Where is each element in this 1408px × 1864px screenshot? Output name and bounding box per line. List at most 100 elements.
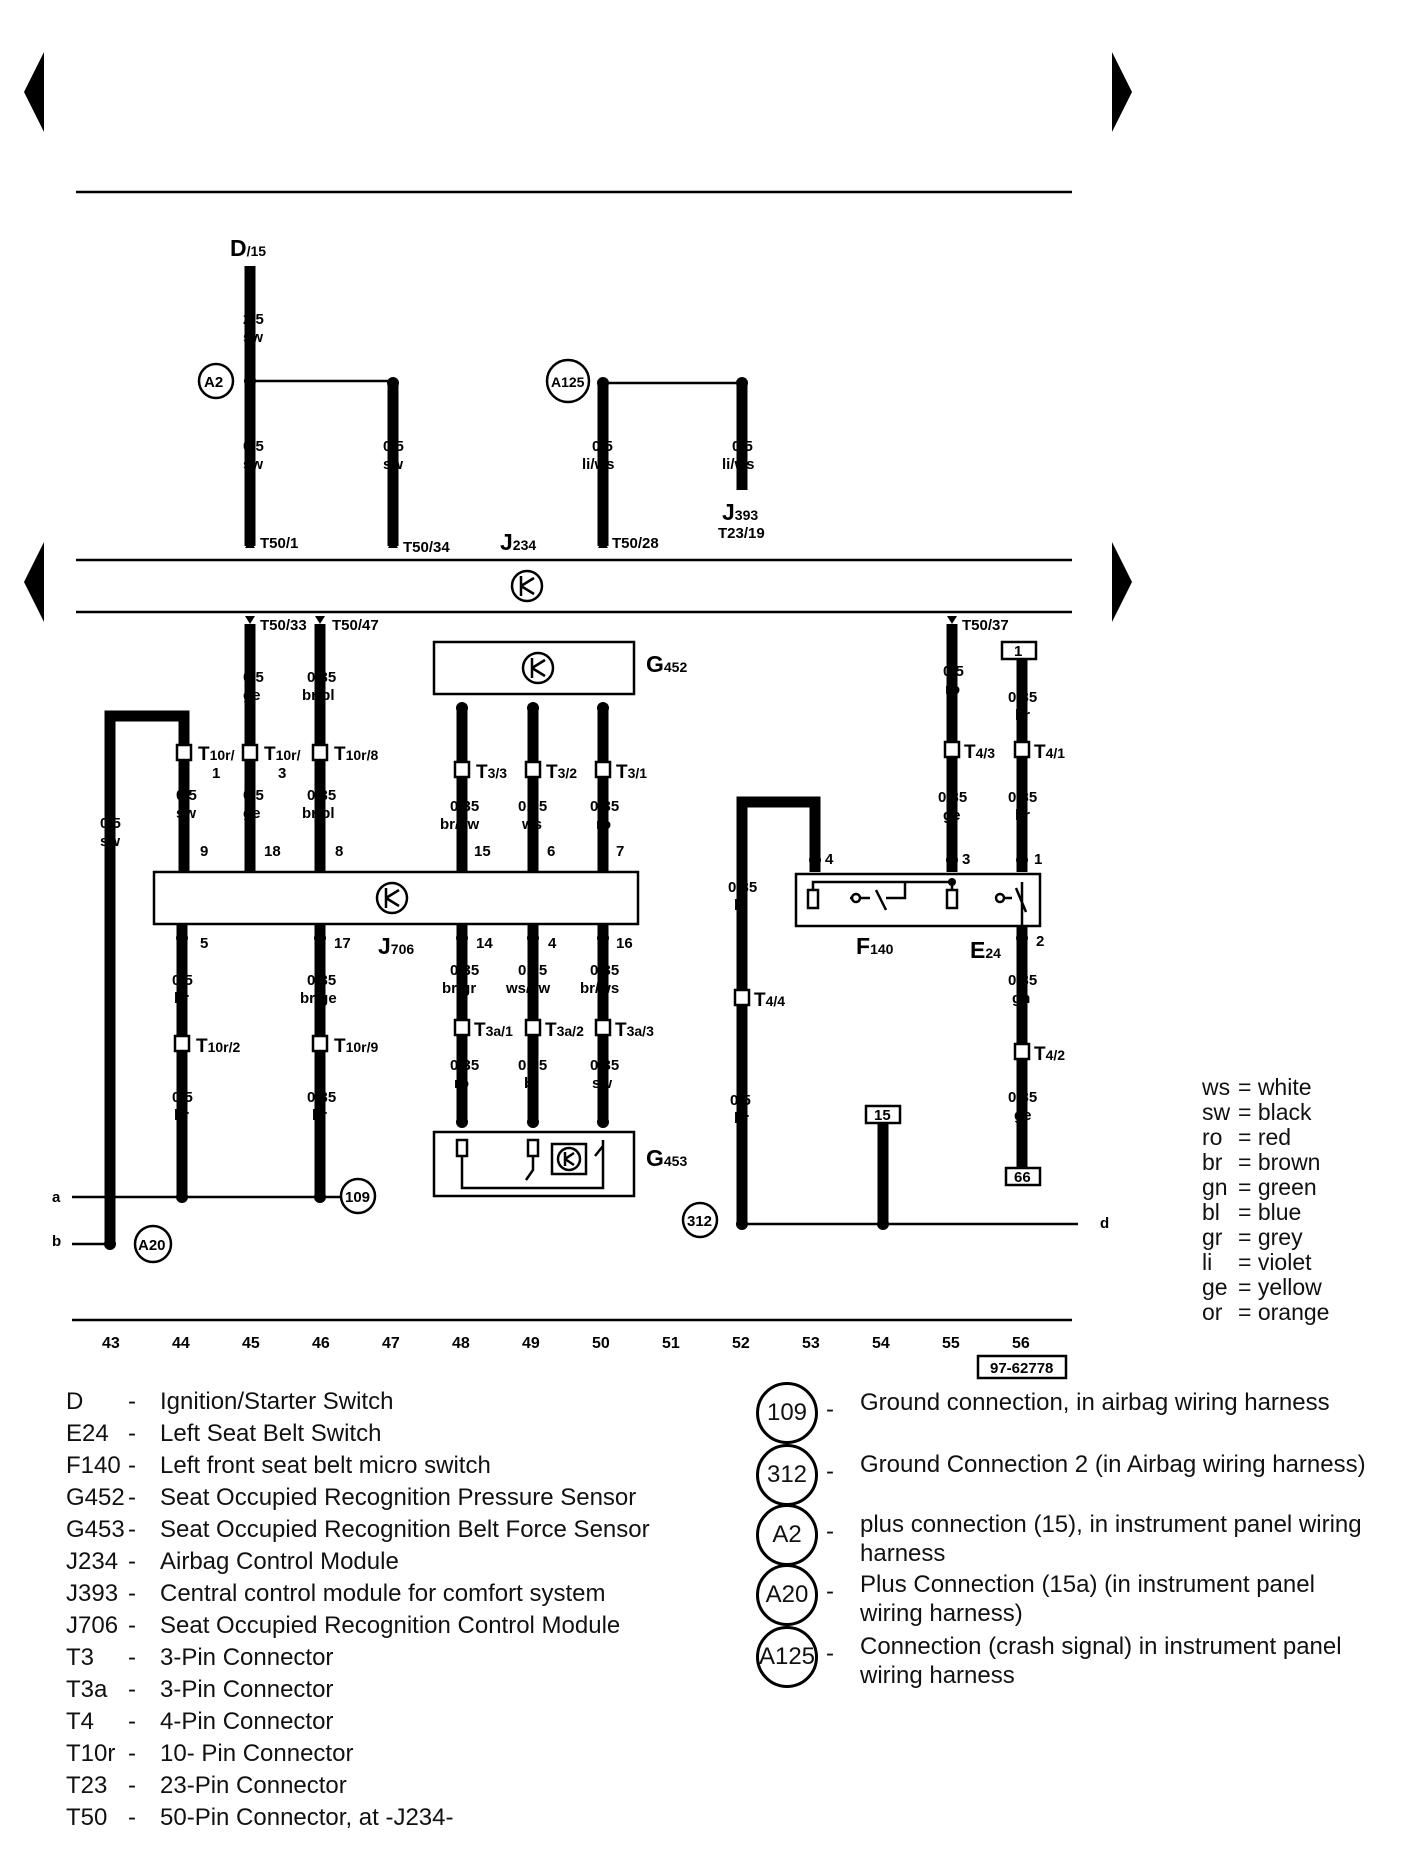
ground-dash: -: [826, 1396, 834, 1423]
column-number: 50: [592, 1335, 610, 1352]
legend-code: D: [66, 1388, 84, 1415]
column-number: 44: [172, 1335, 190, 1352]
wire-gauge: 0,35: [728, 879, 757, 896]
terminal-box-15: [864, 1104, 902, 1125]
connector-t50-28: T50/28: [612, 535, 659, 552]
connector-t10r2: T10r/2: [196, 1036, 241, 1057]
j706-electronic-symbol: [375, 881, 409, 915]
connector-t10r3-pin: 3: [278, 765, 286, 782]
column-number: 48: [452, 1335, 470, 1352]
connector-t32: T3/2: [546, 762, 577, 783]
connector-glyph: [594, 760, 612, 779]
color-name: = violet: [1238, 1249, 1312, 1275]
connector-t33: T3/3: [476, 762, 507, 783]
legend-row: G452-Seat Occupied Recognition Pressure …: [66, 1482, 706, 1514]
column-number: 46: [312, 1335, 330, 1352]
color-code-row: gn= green: [1202, 1175, 1329, 1200]
legend-row: J706-Seat Occupied Recognition Control M…: [66, 1610, 706, 1642]
color-code-row: gr= grey: [1202, 1225, 1329, 1250]
pin-dot: [597, 702, 609, 714]
legend-desc: Ignition/Starter Switch: [160, 1388, 394, 1415]
next-arrow-lower[interactable]: [1112, 542, 1132, 622]
prev-page-arrow[interactable]: [24, 52, 44, 132]
connector-glyph: [311, 743, 329, 762]
connector-glyph: [173, 1034, 191, 1053]
diagram-id-box: [976, 1354, 1068, 1380]
pin-dot: [456, 932, 468, 944]
color-name: = brown: [1238, 1149, 1321, 1175]
switch-contact: [994, 892, 1006, 904]
next-page-arrow[interactable]: [1112, 52, 1132, 132]
legend-row: E24-Left Seat Belt Switch: [66, 1418, 706, 1450]
transistor-glyph: [384, 888, 400, 908]
junction-a2-label: A2: [204, 374, 223, 391]
ground-312-label: 312: [687, 1213, 712, 1230]
wire-gauge: 0,35: [590, 798, 619, 815]
ground-dash: -: [826, 1640, 834, 1667]
pin-label: 2: [1036, 933, 1044, 950]
pin-label: 14: [476, 935, 493, 952]
ground-symbol: 109: [756, 1382, 818, 1444]
wire-color: ro: [596, 816, 611, 833]
connector-t3a3: T3a/3: [615, 1020, 654, 1041]
wire-gauge: 0,35: [518, 962, 547, 979]
legend-code: T23: [66, 1772, 108, 1799]
pin-label: 18: [264, 843, 281, 860]
legend-dash: -: [128, 1676, 136, 1703]
legend-dash: -: [128, 1772, 136, 1799]
color-name: = yellow: [1238, 1274, 1322, 1300]
component-e24-label: E24: [970, 937, 1001, 963]
component-f140-label: F140: [856, 933, 894, 959]
legend-desc: Central control module for comfort syste…: [160, 1580, 606, 1607]
legend-dash: -: [128, 1484, 136, 1511]
wire-color: br/bl: [302, 805, 335, 822]
color-name: = white: [1238, 1074, 1312, 1100]
legend-code: J393: [66, 1580, 119, 1607]
legend-desc: Left front seat belt micro switch: [160, 1452, 491, 1479]
legend-code: T4: [66, 1708, 95, 1735]
color-code: li: [1202, 1249, 1213, 1275]
splice-dot: [176, 1191, 188, 1203]
wire-color: sw: [176, 805, 196, 822]
transistor-glyph: [519, 576, 535, 596]
splice-dot: [877, 1218, 889, 1230]
legend-desc: Left Seat Belt Switch: [160, 1420, 382, 1447]
junction-a2: [197, 362, 235, 400]
legend-dash: -: [128, 1580, 136, 1607]
ground-symbol: A125: [756, 1626, 818, 1688]
wire-color: br: [1015, 707, 1030, 724]
pin-dot: [456, 702, 468, 714]
prev-arrow-lower[interactable]: [24, 542, 44, 622]
pin-dot: [456, 1116, 468, 1128]
terminal-glyph: [806, 888, 820, 910]
wire-gauge: 0,35: [590, 962, 619, 979]
connector-t50-47: T50/47: [332, 617, 379, 634]
color-name: = red: [1238, 1124, 1292, 1150]
wire-color: li/ws: [722, 456, 755, 473]
legend-row: T4-4-Pin Connector: [66, 1706, 706, 1738]
connector-t10r3: T10r/: [264, 744, 301, 765]
column-number: 47: [382, 1335, 400, 1352]
legend-code: G452: [66, 1484, 125, 1511]
wire-gauge: 0,35: [1008, 1089, 1037, 1106]
column-number: 49: [522, 1335, 540, 1352]
wire-gauge: 0,35: [518, 798, 547, 815]
wire-gauge: 0,5: [730, 1092, 751, 1109]
legend-dash: -: [128, 1548, 136, 1575]
pin-label: 7: [616, 843, 624, 860]
color-code-row: sw= black: [1202, 1100, 1329, 1125]
wire-color: br: [174, 990, 189, 1007]
legend-code: E24: [66, 1420, 109, 1447]
column-number: 45: [242, 1335, 260, 1352]
wire-color: br: [312, 1107, 327, 1124]
legend-dash: -: [128, 1388, 136, 1415]
wire-color: ge: [243, 805, 261, 822]
color-code: ws: [1202, 1074, 1231, 1100]
color-code-row: or= orange: [1202, 1300, 1329, 1325]
color-name: = grey: [1238, 1224, 1303, 1250]
ground-dash: -: [826, 1458, 834, 1485]
legend-code: T3: [66, 1644, 95, 1671]
wire-gauge: 0,35: [518, 1057, 547, 1074]
g453-electronic-symbol: [556, 1146, 582, 1172]
